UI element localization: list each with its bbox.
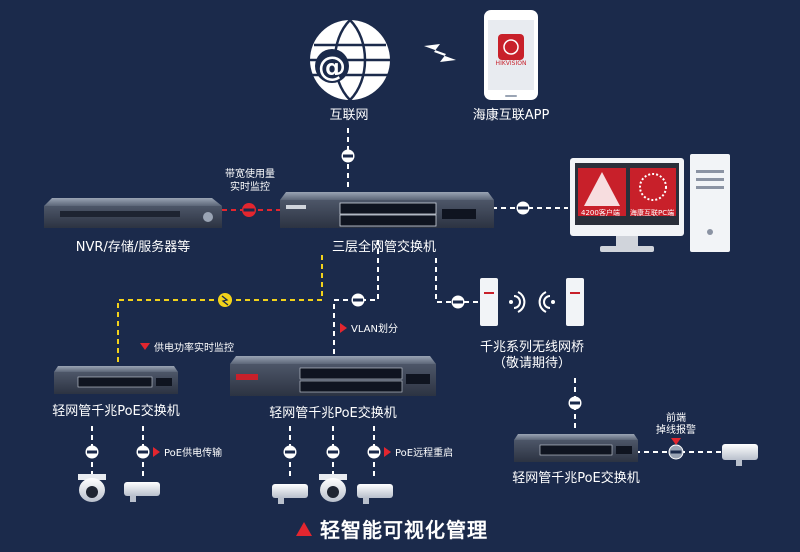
lightning-icon [424,44,456,62]
link-core-bridge [435,258,478,303]
internet-label: 互联网 [329,108,369,123]
wireless-bridge-right-icon [566,278,584,326]
wifi-signal-icon [509,291,555,313]
bullet-camera-icon [272,484,308,504]
pc-screen-right-label: 海康互联PC端 [630,209,675,217]
front-end-annotation-line2: 掉线报警 [656,425,696,436]
vlan-text: VLAN划分 [351,324,398,335]
poe-power-text: PoE供电传输 [164,448,223,459]
connector-node-icon [516,201,530,215]
front-end-annotation-line1: 前端 [666,413,686,424]
poe-switch-mid-icon [230,356,436,396]
connector-node-icon [242,203,256,217]
core-switch-label: 三层全网管交换机 [331,240,437,255]
app-brand-label: HIKVISION [495,60,527,67]
connector-node-icon [136,445,150,459]
connector-node-icon [351,293,365,307]
connector-node-icon [668,444,684,460]
smartphone-icon [484,10,538,100]
app-label: 海康互联APP [472,108,550,123]
bullet-camera-icon [722,444,758,466]
connector-node-icon [451,295,465,309]
connector-node-icon [218,293,232,307]
vlan-annotation: VLAN划分 [340,320,398,335]
connector-nodes [85,149,684,460]
poe-switch-left-icon [54,366,178,394]
connector-node-icon [326,445,340,459]
poe-switch-right-icon [514,434,638,462]
red-triangle-icon [384,446,391,457]
connector-node-icon [341,149,355,163]
wireless-bridge-label-line1: 千兆系列无线网桥 [479,340,585,355]
bandwidth-annotation-line2: 实时监控 [230,182,270,193]
connector-node-icon [283,445,297,459]
red-triangle-icon [140,343,150,350]
poe-left-label: 轻网管千兆PoE交换机 [52,404,180,419]
nvr-label: NVR/存储/服务器等 [75,240,191,255]
red-triangle-icon [153,446,160,457]
wireless-bridge-left-icon [480,278,498,326]
red-triangle-icon [671,438,681,445]
pc-monitor-icon [570,158,684,252]
wireless-bridge-label-line2: （敬请期待） [492,356,572,371]
connector-node-icon [367,445,381,459]
footer-title: 轻智能可视化管理 [296,514,488,543]
bandwidth-annotation-line1: 带宽使用量 [225,169,275,180]
connector-node-icon [85,445,99,459]
dome-camera-icon [319,474,347,502]
poe-reboot-text: PoE远程重启 [395,448,454,459]
red-triangle-icon [340,322,347,333]
poe-power-annotation: PoE供电传输 [153,444,222,459]
dome-camera-icon [78,474,106,502]
poe-mid-label: 轻网管千兆PoE交换机 [269,406,397,421]
poe-right-label: 轻网管千兆PoE交换机 [512,471,640,486]
internet-globe-icon: @ [310,19,390,101]
connector-node-icon [568,396,582,410]
power-monitor-annotation: 供电功率实时监控 [140,339,234,354]
pc-screen-left-label: 4200客户端 [581,209,620,217]
front-end-annotation-marker [671,434,681,449]
poe-reboot-annotation: PoE远程重启 [384,444,453,459]
pc-tower-icon [690,154,730,252]
bullet-camera-icon [124,482,160,502]
svg-text:@: @ [318,50,346,83]
power-monitor-text: 供电功率实时监控 [154,343,234,354]
nvr-device-icon [44,198,222,228]
core-switch-icon [280,192,494,228]
footer-title-text: 轻智能可视化管理 [320,518,488,542]
bullet-camera-icon [357,484,393,504]
red-triangle-icon [296,521,312,536]
